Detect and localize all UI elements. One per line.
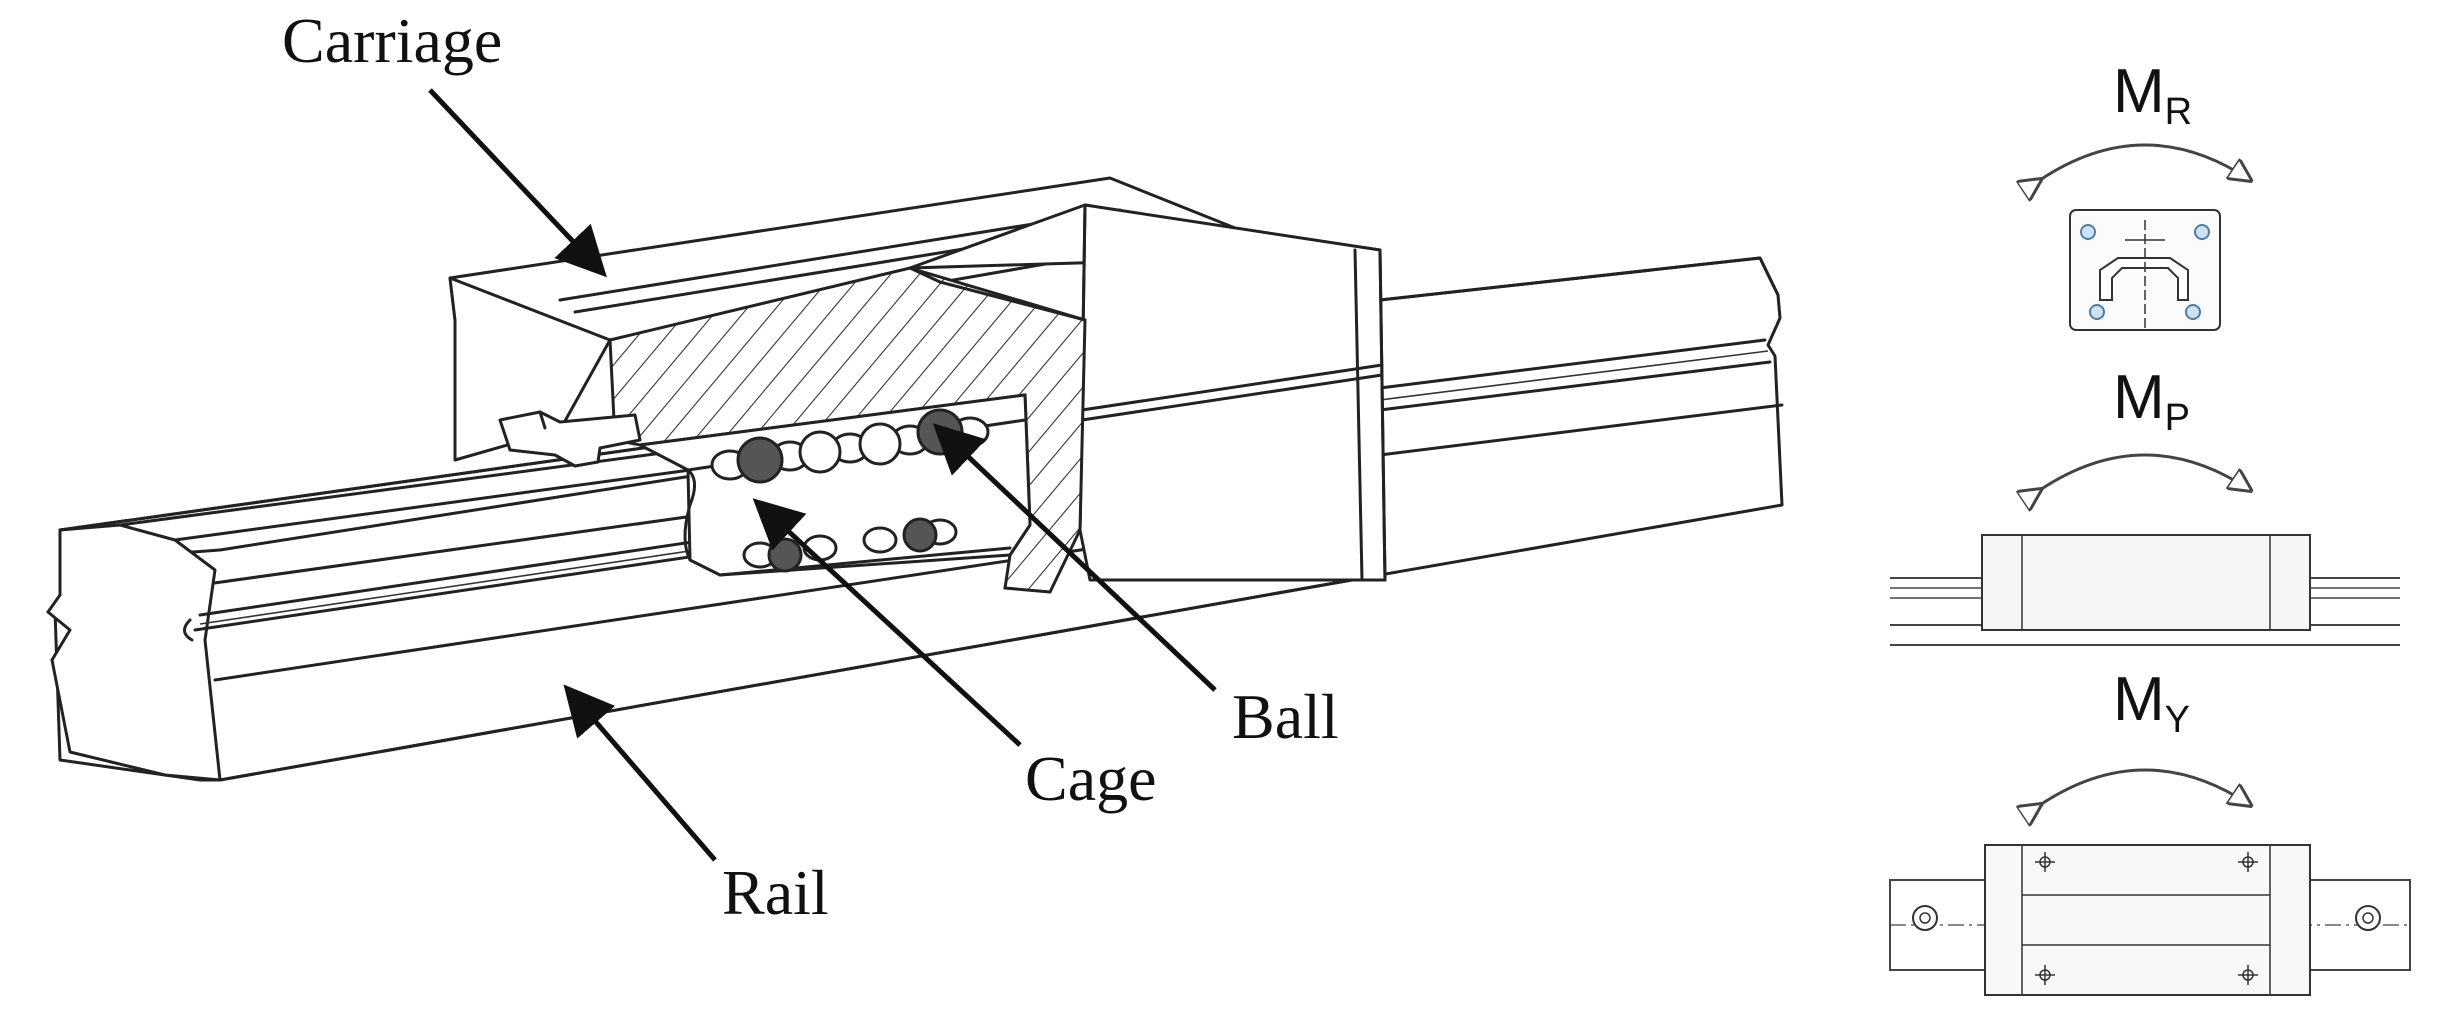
- roll-rotation-arrow: [2040, 143, 2250, 180]
- carriage-leader: [428, 88, 607, 278]
- pitch-rotation-arrow: [2040, 453, 2250, 490]
- top-view-carriage-rail: [1889, 844, 2411, 996]
- roll-moment-panel: MR: [2040, 57, 2250, 331]
- roll-moment-label: MR: [2113, 57, 2192, 133]
- cage-label: Cage: [1025, 743, 1157, 814]
- cage-leader: [752, 498, 1022, 747]
- side-view-carriage-rail: [1890, 534, 2400, 646]
- pitch-moment-label: MP: [2113, 363, 2190, 439]
- balls: [736, 408, 964, 573]
- pitch-moment-panel: MP: [1890, 363, 2400, 646]
- rail-leader: [563, 684, 717, 862]
- ball-label: Ball: [1232, 681, 1339, 752]
- yaw-moment-label: MY: [2113, 665, 2190, 741]
- leader-arrows: [428, 88, 1217, 862]
- carriage-body: [448, 176, 1387, 594]
- yaw-moment-panel: MY: [1889, 665, 2411, 996]
- rail-back-segment: [1378, 256, 1784, 577]
- screw-icon: [2185, 304, 2201, 320]
- ball-leader: [932, 423, 1217, 692]
- carriage-label: Carriage: [282, 5, 502, 76]
- rail-label: Rail: [722, 857, 829, 928]
- assembly-drawing: Carriage Rail Cage Ball: [46, 5, 1784, 928]
- carriage-cross-section-view: [2069, 209, 2221, 331]
- screw-icon: [2194, 224, 2210, 240]
- screw-icon: [2080, 224, 2096, 240]
- yaw-rotation-arrow: [2040, 768, 2250, 805]
- screw-icon: [2089, 304, 2105, 320]
